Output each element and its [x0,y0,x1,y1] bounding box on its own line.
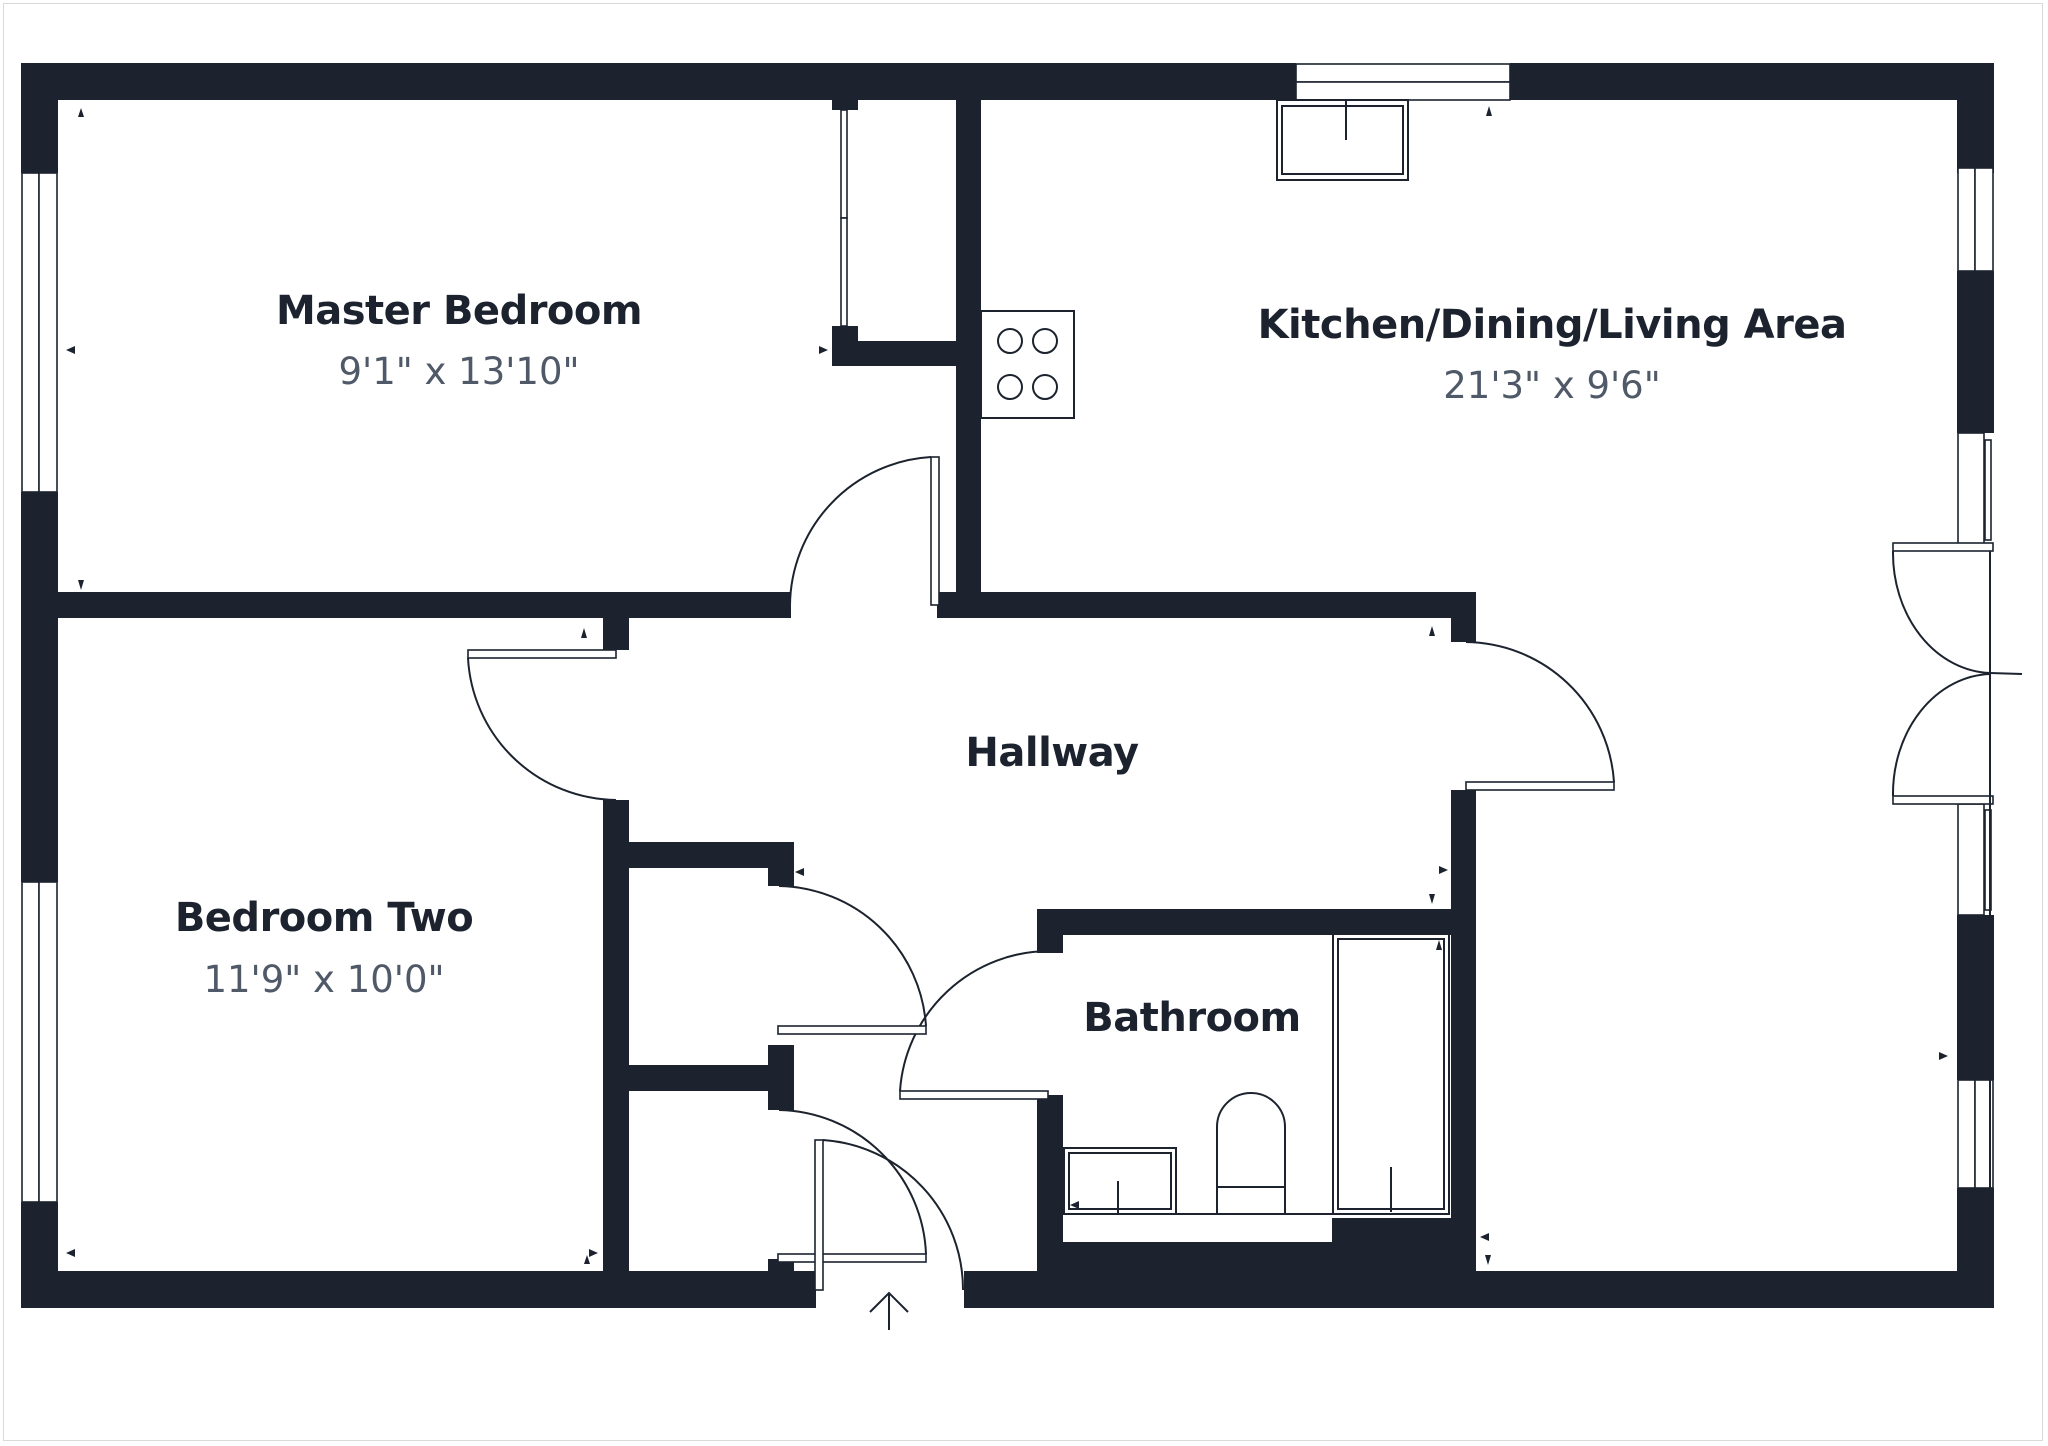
kitchen-sink-icon [1276,99,1409,181]
room-dimensions: 21'3" x 9'6" [1443,364,1661,407]
room-name: Bathroom [1083,995,1301,1041]
entrance-arrow-icon [869,1291,909,1330]
doors [467,456,2023,1291]
room-name: Bedroom Two [174,895,474,941]
room-name: Kitchen/Dining/Living Area [1257,302,1847,348]
room-name: Master Bedroom [275,288,643,334]
measurement-markers [66,106,1948,1265]
toilet-icon [1216,1092,1286,1215]
washbasin-icon [1063,1147,1177,1215]
room-dimensions: 9'1" x 13'10" [338,350,580,393]
interior-walls [21,100,1476,1271]
exterior-walls [21,63,1994,1308]
page-border [3,3,2043,1441]
room-name: Hallway [965,730,1139,776]
bathtub-icon [1332,933,1450,1215]
room-dimensions: 11'9" x 10'0" [203,958,445,1001]
windows [21,63,1994,1203]
hob-icon [980,310,1075,419]
